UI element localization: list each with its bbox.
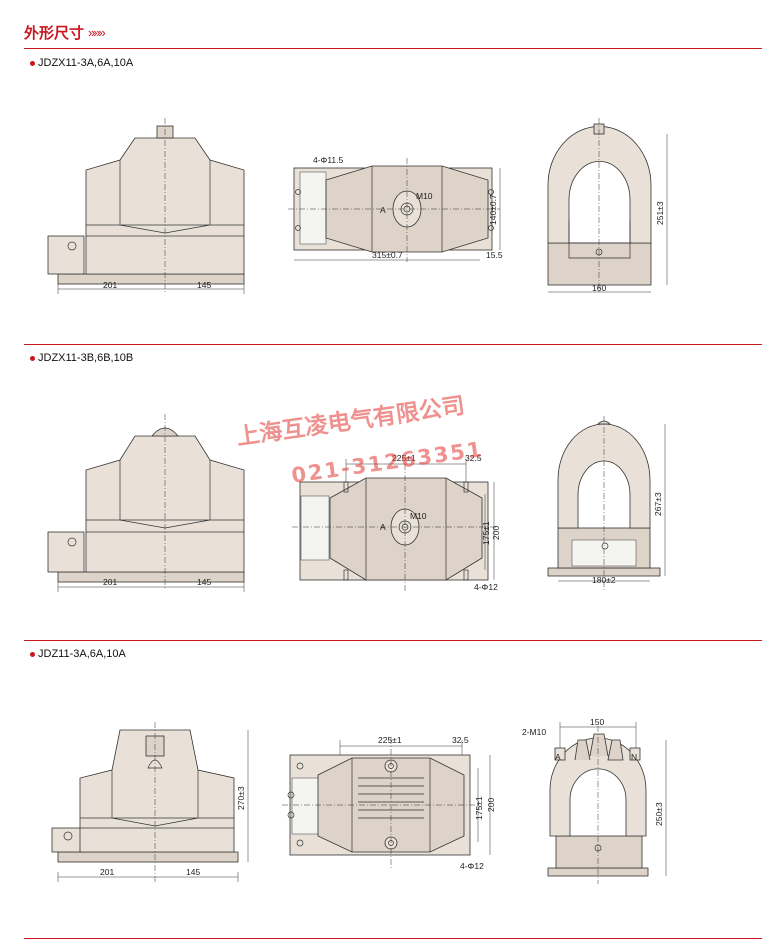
dim-depth: 200: [486, 798, 496, 812]
label-bolt: 2-M10: [522, 727, 546, 737]
section-2-drawings: 201 145 225±1 32.5 M10 A 175±1 200 4-Φ12…: [47, 414, 666, 592]
dim-holes: 4-Φ12: [474, 582, 498, 592]
dim-145: 145: [197, 280, 211, 290]
top-view-3: 225±1 32.5 175±1 200 4-Φ12: [282, 735, 496, 871]
dim-201: 201: [103, 577, 117, 587]
dim-side-width: 150: [590, 717, 604, 727]
front-view-3: 201 145 270±3: [51, 722, 249, 882]
side-view-2: 180±2 267±3: [547, 416, 666, 590]
bullet-icon: [30, 60, 35, 66]
side-view-3: 2-M10 150 A N 250±3: [522, 717, 667, 884]
label-terminal-n: N: [631, 752, 637, 762]
side-view-1: 160 251±3: [547, 118, 668, 293]
dim-span: 225±1: [392, 453, 416, 463]
section-divider-1: [24, 344, 762, 345]
dim-edge: 15.5: [486, 250, 503, 260]
page-title: 外形尺寸: [24, 23, 85, 42]
section-3-label: JDZ11-3A,6A,10A: [30, 648, 126, 660]
section-3-model: JDZ11-3A,6A,10A: [38, 648, 126, 660]
dim-span: 225±1: [378, 735, 402, 745]
dim-edge: 32.5: [465, 453, 482, 463]
dim-height: 270±3: [236, 786, 246, 810]
section-1-drawings: 201 145 4-Φ11.5 M10 A 315±0.7 15.5 140±0…: [47, 118, 668, 294]
section-divider-3: [24, 938, 762, 939]
label-terminal-a: A: [555, 752, 561, 762]
section-divider-2: [24, 640, 762, 641]
dim-width: 315±0.7: [372, 250, 403, 260]
page-header: 外形尺寸 »»»: [24, 20, 106, 44]
dim-201: 201: [103, 280, 117, 290]
dim-depth-inner: 175±1: [481, 521, 491, 545]
dim-side-height: 250±3: [654, 802, 664, 826]
top-view-1: 4-Φ11.5 M10 A 315±0.7 15.5 140±0.7: [288, 155, 503, 262]
dim-edge: 32.5: [452, 735, 469, 745]
dim-145: 145: [186, 867, 200, 877]
section-1-label: JDZX11-3A,6A,10A: [30, 57, 133, 69]
dim-side-height: 251±3: [655, 201, 665, 225]
bullet-icon: [30, 355, 35, 361]
dim-depth: 140±0.7: [488, 194, 498, 225]
dim-side-height: 267±3: [653, 492, 663, 516]
dim-side-width: 180±2: [592, 575, 616, 585]
label-a: A: [380, 205, 386, 215]
dim-side-width: 160: [592, 283, 606, 293]
label-a: A: [380, 522, 386, 532]
label-m10: M10: [410, 511, 427, 521]
dim-holes: 4-Φ12: [460, 861, 484, 871]
top-view-2: 225±1 32.5 M10 A 175±1 200 4-Φ12: [292, 453, 501, 592]
section-1-model: JDZX11-3A,6A,10A: [38, 57, 134, 69]
dim-145: 145: [197, 577, 211, 587]
front-view-2: 201 145: [47, 414, 245, 592]
section-2-model: JDZX11-3B,6B,10B: [38, 352, 134, 364]
header-divider: [24, 48, 762, 49]
chevrons-icon: »»»: [88, 24, 106, 40]
label-m10: M10: [416, 191, 433, 201]
dim-holes: 4-Φ11.5: [313, 155, 344, 165]
front-view-1: 201 145: [47, 118, 245, 294]
dim-201: 201: [100, 867, 114, 877]
bullet-icon: [30, 651, 35, 657]
section-2-label: JDZX11-3B,6B,10B: [30, 352, 133, 364]
dim-depth: 200: [491, 526, 501, 540]
dim-depth-inner: 175±1: [474, 796, 484, 820]
